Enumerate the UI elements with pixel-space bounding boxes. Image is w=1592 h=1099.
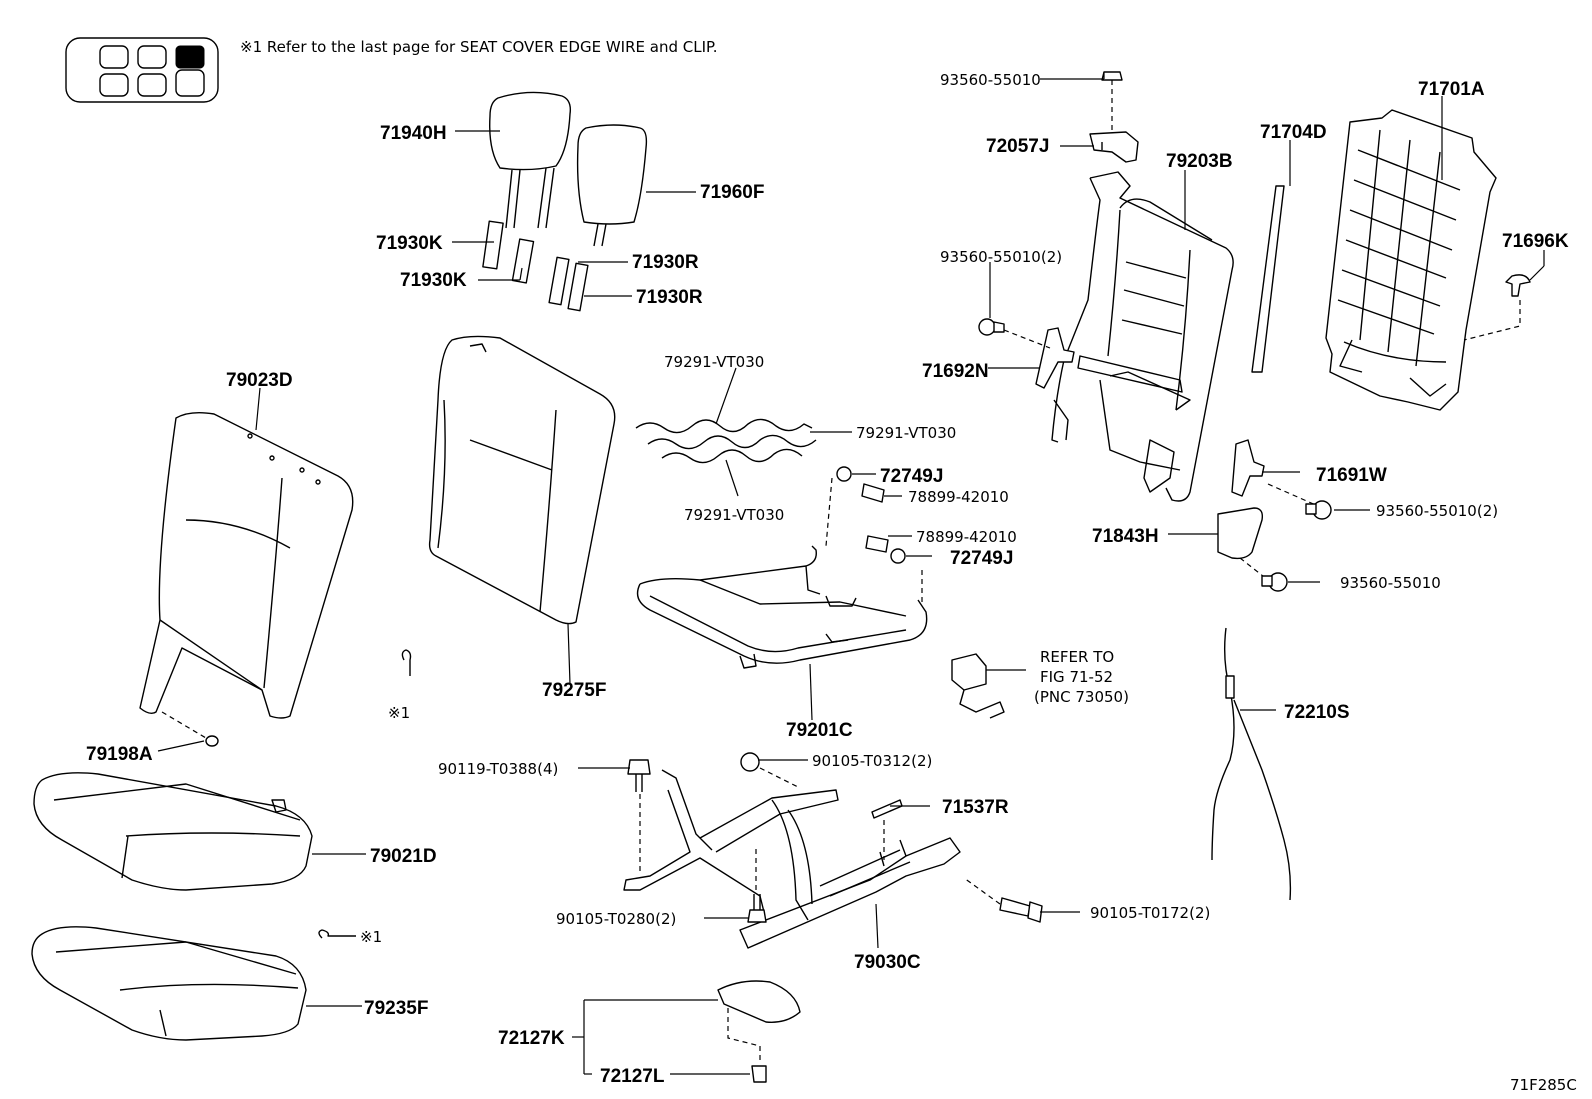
part-labels: 93560-55010 71701A 72057J 79203B 71704D … (86, 71, 1569, 1087)
hinge-cover-71691w-drawing (1231, 439, 1319, 507)
seat-adjuster-drawing (623, 769, 961, 949)
headrest-guide-drawing (482, 220, 589, 312)
bolt-drawings (627, 71, 1332, 923)
edge-wire-clip-drawings (318, 649, 412, 939)
cover-71843h-drawing (1217, 507, 1269, 581)
leader-lines (157, 72, 1545, 1075)
refer-note-line3: (PNC 73050) (1034, 688, 1129, 706)
cover-72127k-drawing (717, 980, 801, 1083)
label-72127l: 72127L (600, 1066, 665, 1087)
label-71704d: 71704D (1260, 122, 1327, 143)
label-90105-t0172: 90105-T0172(2) (1090, 904, 1210, 922)
figure-code: 71F285C (1510, 1076, 1577, 1094)
label-71930r-2: 71930R (636, 287, 703, 308)
headrest-assembly-drawing (489, 91, 648, 247)
label-71691w: 71691W (1316, 465, 1387, 486)
label-72210s: 72210S (1284, 702, 1350, 723)
seat-spring-drawing (635, 418, 817, 464)
label-71940h: 71940H (380, 123, 447, 144)
rod-71704d-drawing (1251, 185, 1285, 373)
label-71930k-2: 71930K (400, 270, 467, 291)
label-93560-55010-2a: 93560-55010(2) (940, 248, 1062, 266)
label-90105-t0312: 90105-T0312(2) (812, 752, 932, 770)
label-79203b: 79203B (1166, 151, 1233, 172)
label-79291-a: 79291-VT030 (664, 353, 764, 371)
label-72749j-2: 72749J (950, 548, 1013, 569)
cable-72210s-drawing (1211, 627, 1292, 901)
label-93560-55010-b: 93560-55010 (1340, 574, 1441, 592)
label-71930r-1: 71930R (632, 252, 699, 273)
seatback-frame-drawing (1051, 171, 1234, 502)
label-93560-55010-top: 93560-55010 (940, 71, 1041, 89)
label-79201c: 79201C (786, 720, 853, 741)
cushion-cover-drawing (33, 772, 313, 891)
label-79198a: 79198A (86, 744, 153, 765)
label-79023d: 79023D (226, 370, 293, 391)
label-78899-42010-2: 78899-42010 (916, 528, 1017, 546)
seatback-board-drawing (1325, 109, 1497, 411)
label-71537r: 71537R (942, 797, 1009, 818)
refer-note: REFER TO FIG 71-52 (PNC 73050) (1034, 648, 1129, 706)
callout-mark-1: ※1 (388, 704, 410, 722)
label-78899-42010-1: 78899-42010 (908, 488, 1009, 506)
cushion-pad-drawing (31, 926, 307, 1041)
label-71692n: 71692N (922, 361, 989, 382)
refer-note-line1: REFER TO (1040, 648, 1114, 666)
label-71930k-1: 71930K (376, 233, 443, 254)
seat-locator-icon (65, 37, 219, 103)
label-93560-55010-2b: 93560-55010(2) (1376, 502, 1498, 520)
callout-mark-2: ※1 (360, 928, 382, 946)
belt-buckle-drawing (951, 653, 1005, 719)
label-71843h: 71843H (1092, 526, 1159, 547)
label-79291-c: 79291-VT030 (684, 506, 784, 524)
label-79030c: 79030C (854, 952, 921, 973)
label-72749j-1: 72749J (880, 466, 943, 487)
label-71696k: 71696K (1502, 231, 1569, 252)
label-72127k: 72127K (498, 1028, 565, 1049)
label-79021d: 79021D (370, 846, 437, 867)
label-79291-b: 79291-VT030 (856, 424, 956, 442)
label-90105-t0280: 90105-T0280(2) (556, 910, 676, 928)
seatback-pad-drawing (428, 335, 616, 625)
hinge-cover-71692n-drawing (1035, 327, 1075, 389)
header-note: ※1 Refer to the last page for SEAT COVER… (240, 38, 717, 56)
seatback-cover-drawing (139, 411, 354, 719)
seat-frame-drawing (636, 545, 928, 669)
clip-79198a-drawing (161, 711, 219, 747)
label-72057j: 72057J (986, 136, 1049, 157)
label-79275f: 79275F (542, 680, 606, 701)
clip-71696k-drawing (1463, 274, 1531, 341)
label-71701a: 71701A (1418, 79, 1485, 100)
refer-note-line2: FIG 71-52 (1040, 668, 1113, 686)
label-71960f: 71960F (700, 182, 764, 203)
bracket-72057j-drawing (1089, 131, 1139, 163)
label-79235f: 79235F (364, 998, 428, 1019)
label-90119-t0388: 90119-T0388(4) (438, 760, 558, 778)
